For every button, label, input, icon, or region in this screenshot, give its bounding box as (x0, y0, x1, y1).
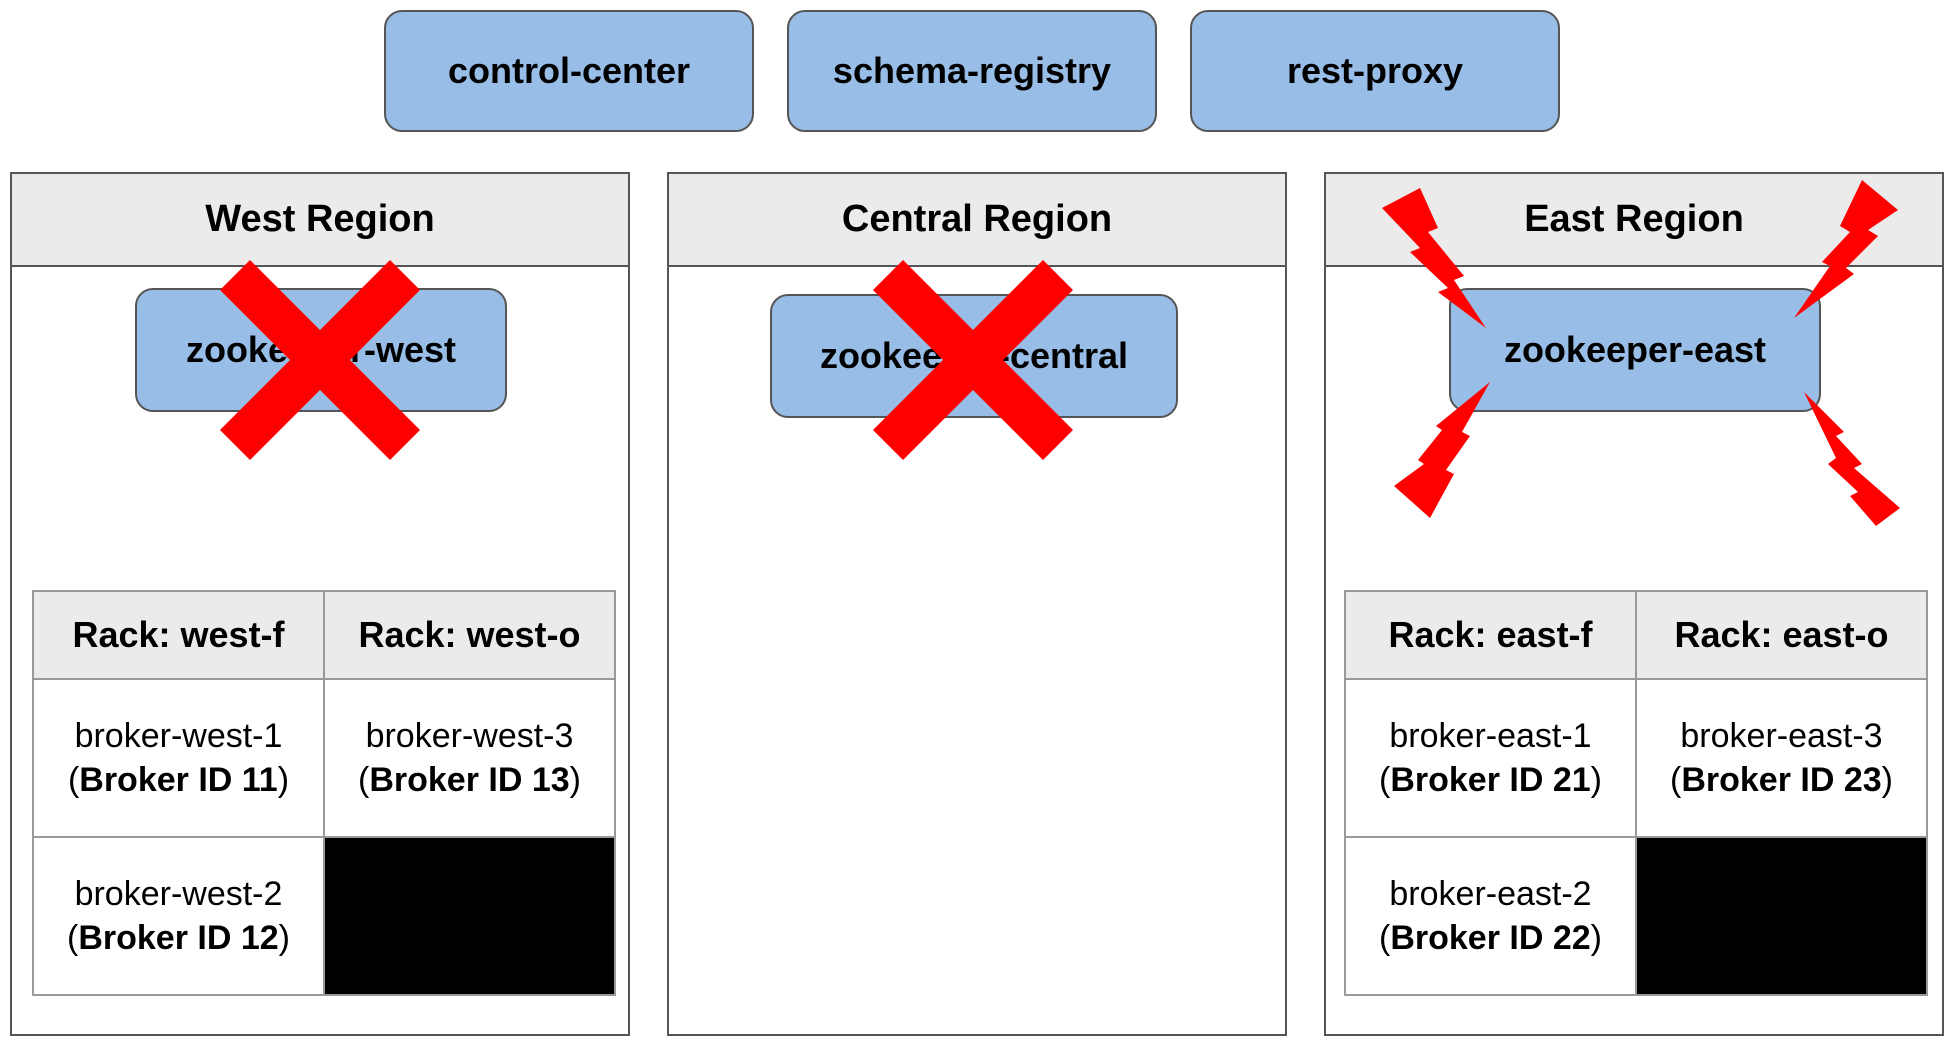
schema-registry-label: schema-registry (832, 50, 1112, 91)
broker-west-2-name: broker-west-2 (74, 874, 283, 913)
broker-east-3-id: Broker ID 23 (1681, 761, 1882, 799)
broker-west-3-id: Broker ID 13 (369, 761, 570, 799)
schema-registry-box: schema-registry (787, 10, 1157, 132)
west-empty-slot (323, 836, 616, 996)
east-region-panel: East Region zookeeper-east Rack: east-f … (1324, 172, 1944, 1036)
east-empty-slot (1635, 836, 1928, 996)
rest-proxy-box: rest-proxy (1190, 10, 1560, 132)
lightning-bolt-icon-top-right (1794, 180, 1898, 318)
broker-east-2-id: Broker ID 22 (1390, 919, 1591, 957)
west-rack-o-header: Rack: west-o (323, 590, 616, 680)
east-rack-o-label: Rack: east-o (1674, 614, 1889, 655)
west-rack-o-label: Rack: west-o (358, 614, 581, 655)
broker-west-2-cell: broker-west-2(Broker ID 12) (32, 836, 325, 996)
central-x-mark-icon (873, 260, 1073, 460)
broker-east-1-cell: broker-east-1(Broker ID 21) (1344, 678, 1637, 838)
west-rack-f-header: Rack: west-f (32, 590, 325, 680)
east-rack-f-header: Rack: east-f (1344, 590, 1637, 680)
broker-west-3-name: broker-west-3 (365, 716, 574, 755)
west-x-mark-icon (220, 260, 420, 460)
broker-west-3-cell: broker-west-3(Broker ID 13) (323, 678, 616, 838)
west-region-header: West Region (12, 174, 628, 267)
west-region-title: West Region (205, 198, 435, 240)
lightning-bolt-icon-bottom-left (1394, 382, 1490, 518)
west-rack-table: Rack: west-f Rack: west-o broker-west-1(… (32, 590, 616, 996)
broker-east-2-name: broker-east-2 (1389, 874, 1592, 913)
control-center-box: control-center (384, 10, 754, 132)
east-region-title: East Region (1524, 198, 1744, 240)
broker-west-2-id: Broker ID 12 (78, 919, 279, 957)
east-rack-table: Rack: east-f Rack: east-o broker-east-1(… (1344, 590, 1928, 996)
lightning-bolt-icon-top-left (1382, 188, 1486, 328)
broker-east-1-id: Broker ID 21 (1390, 761, 1591, 799)
control-center-label: control-center (447, 50, 691, 91)
central-region-header: Central Region (669, 174, 1285, 267)
broker-east-3-cell: broker-east-3(Broker ID 23) (1635, 678, 1928, 838)
broker-east-2-cell: broker-east-2(Broker ID 22) (1344, 836, 1637, 996)
broker-east-1-name: broker-east-1 (1389, 716, 1592, 755)
broker-west-1-cell: broker-west-1(Broker ID 11) (32, 678, 325, 838)
east-rack-o-header: Rack: east-o (1635, 590, 1928, 680)
broker-west-1-id: Broker ID 11 (79, 761, 278, 799)
central-region-title: Central Region (841, 198, 1113, 240)
east-rack-f-label: Rack: east-f (1388, 614, 1593, 655)
west-rack-f-label: Rack: west-f (72, 614, 285, 655)
lightning-bolt-icon-bottom-right (1804, 392, 1900, 526)
zookeeper-east-box: zookeeper-east (1449, 288, 1821, 412)
central-region-panel: Central Region zookeeper-central (667, 172, 1287, 1036)
rest-proxy-label: rest-proxy (1286, 50, 1464, 91)
broker-west-1-name: broker-west-1 (74, 716, 283, 755)
west-region-panel: West Region zookeeper-west Rack: west-f … (10, 172, 630, 1036)
zookeeper-east-label: zookeeper-east (1503, 329, 1767, 370)
broker-east-3-name: broker-east-3 (1680, 716, 1883, 755)
